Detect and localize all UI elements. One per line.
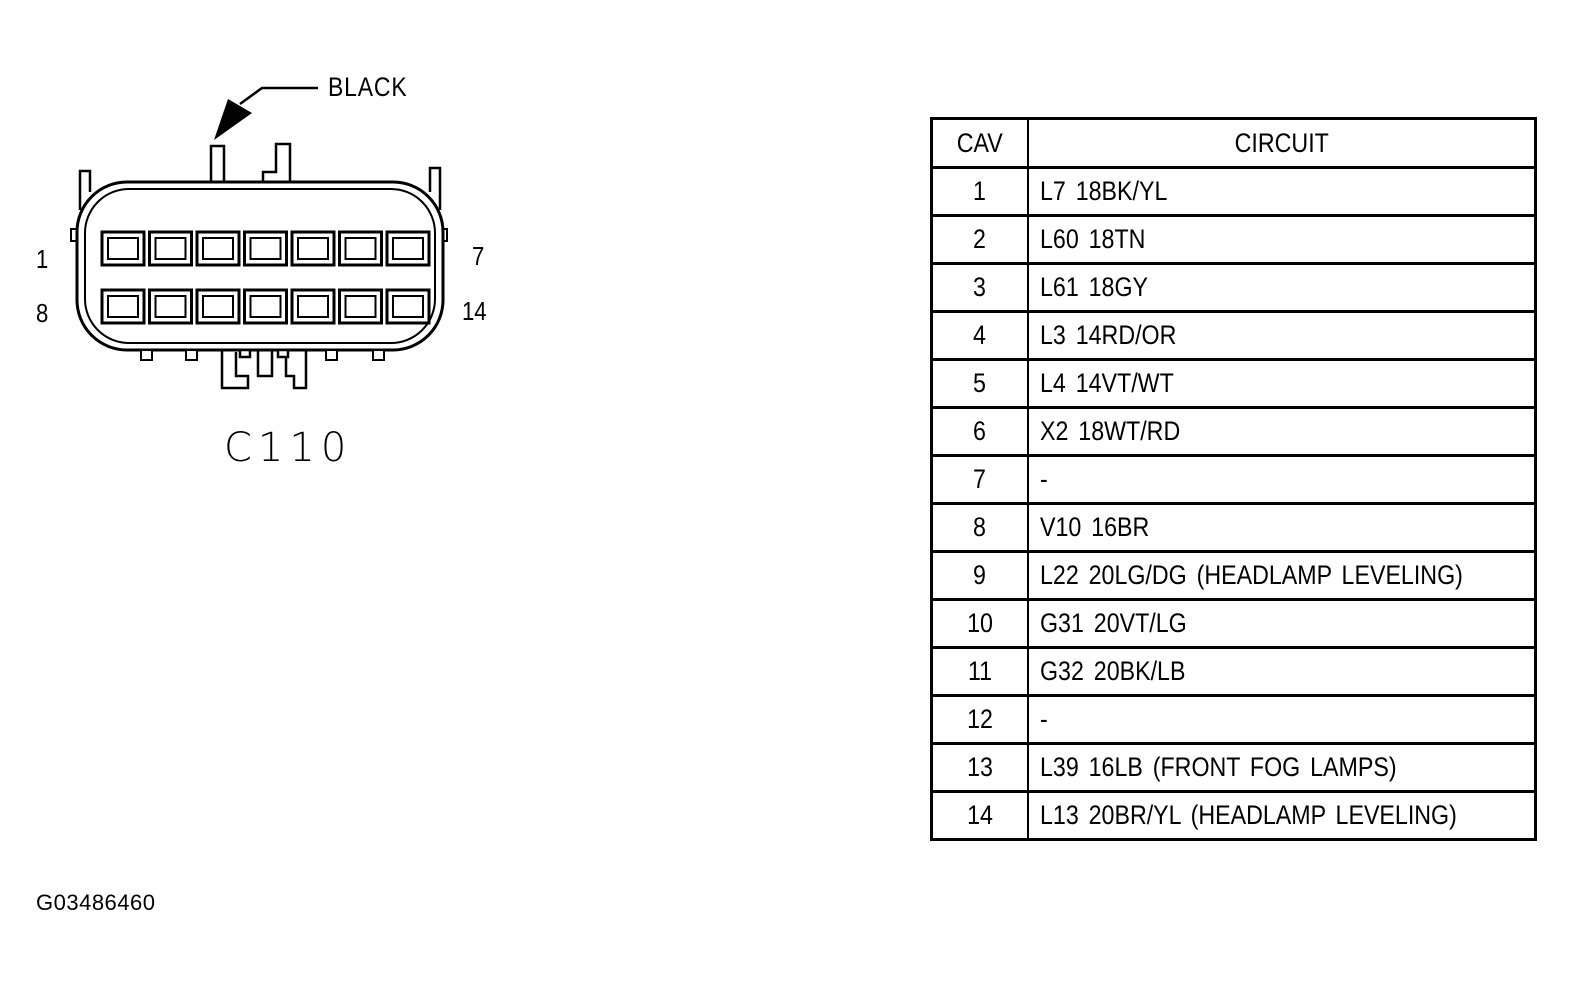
connector-bottom-tabs [140,349,385,361]
connector-housing-inner [84,188,436,344]
cav-cell: 7 [930,454,1029,505]
circuit-cell: X2 18WT/RD [1027,406,1537,457]
cavity-inner-12 [297,295,329,318]
connector-diagram [70,86,448,390]
pin-label-14: 14 [462,296,487,326]
circuit-cell: V10 16BR [1027,502,1537,553]
cavity-inner-10 [202,295,234,318]
cavity-inner-2 [154,237,187,260]
cavity-inner-7 [392,237,424,260]
connector-top-latches [209,142,292,182]
cav-cell: 10 [930,598,1029,649]
circuit-cell: L60 18TN [1027,214,1537,265]
cav-cell: 12 [930,694,1029,745]
connector-side-rails [78,166,442,210]
cavity-inner-5 [297,237,329,260]
cav-cell: 13 [930,742,1029,793]
circuit-cell: L4 14VT/WT [1027,358,1537,409]
circuit-cell: L7 18BK/YL [1027,166,1537,217]
cav-cell: 5 [930,358,1029,409]
connector-color-label: BLACK [328,72,408,102]
cav-cell: 9 [930,550,1029,601]
circuit-cell: G32 20BK/LB [1027,646,1537,697]
table-row: 7- [930,454,1537,505]
table-header-row: CAV CIRCUIT [930,117,1537,169]
circuit-cell: L22 20LG/DG (HEADLAMP LEVELING) [1027,550,1537,601]
cavity-inner-1 [107,237,139,260]
cav-cell: 4 [930,310,1029,361]
table-row: 12- [930,694,1537,745]
circuit-cell: L3 14RD/OR [1027,310,1537,361]
connector-bottom-latch [220,348,308,390]
circuit-cell: L13 20BR/YL (HEADLAMP LEVELING) [1027,790,1537,841]
connector-cavities [100,230,431,325]
cav-cell: 11 [930,646,1029,697]
cav-cell: 14 [930,790,1029,841]
cavity-inner-11 [249,295,282,318]
cavity-inner-14 [392,295,424,318]
circuit-cell: G31 20VT/LG [1027,598,1537,649]
cav-cell: 8 [930,502,1029,553]
cavity-inner-6 [344,237,377,260]
cavity-inner-3 [202,237,234,260]
cav-cell: 2 [930,214,1029,265]
connector-name: C110 [224,425,353,471]
figure-id: G03486460 [36,890,156,915]
header-circuit: CIRCUIT [1027,117,1537,169]
pin-label-7: 7 [472,241,485,271]
header-cav: CAV [930,117,1029,169]
pin-label-1: 1 [36,244,49,274]
circuit-cell: L39 16LB (FRONT FOG LAMPS) [1027,742,1537,793]
cavity-inner-4 [249,237,282,260]
black-callout-arrow [214,86,318,140]
cavity-inner-9 [154,295,187,318]
circuit-cell: L61 18GY [1027,262,1537,313]
cav-cell: 1 [930,166,1029,217]
cavity-inner-13 [344,295,377,318]
circuit-cell: - [1027,694,1537,745]
cav-cell: 6 [930,406,1029,457]
pin-label-8: 8 [36,298,49,328]
cav-cell: 3 [930,262,1029,313]
circuit-cell: - [1027,454,1537,505]
cavity-inner-8 [107,295,139,318]
